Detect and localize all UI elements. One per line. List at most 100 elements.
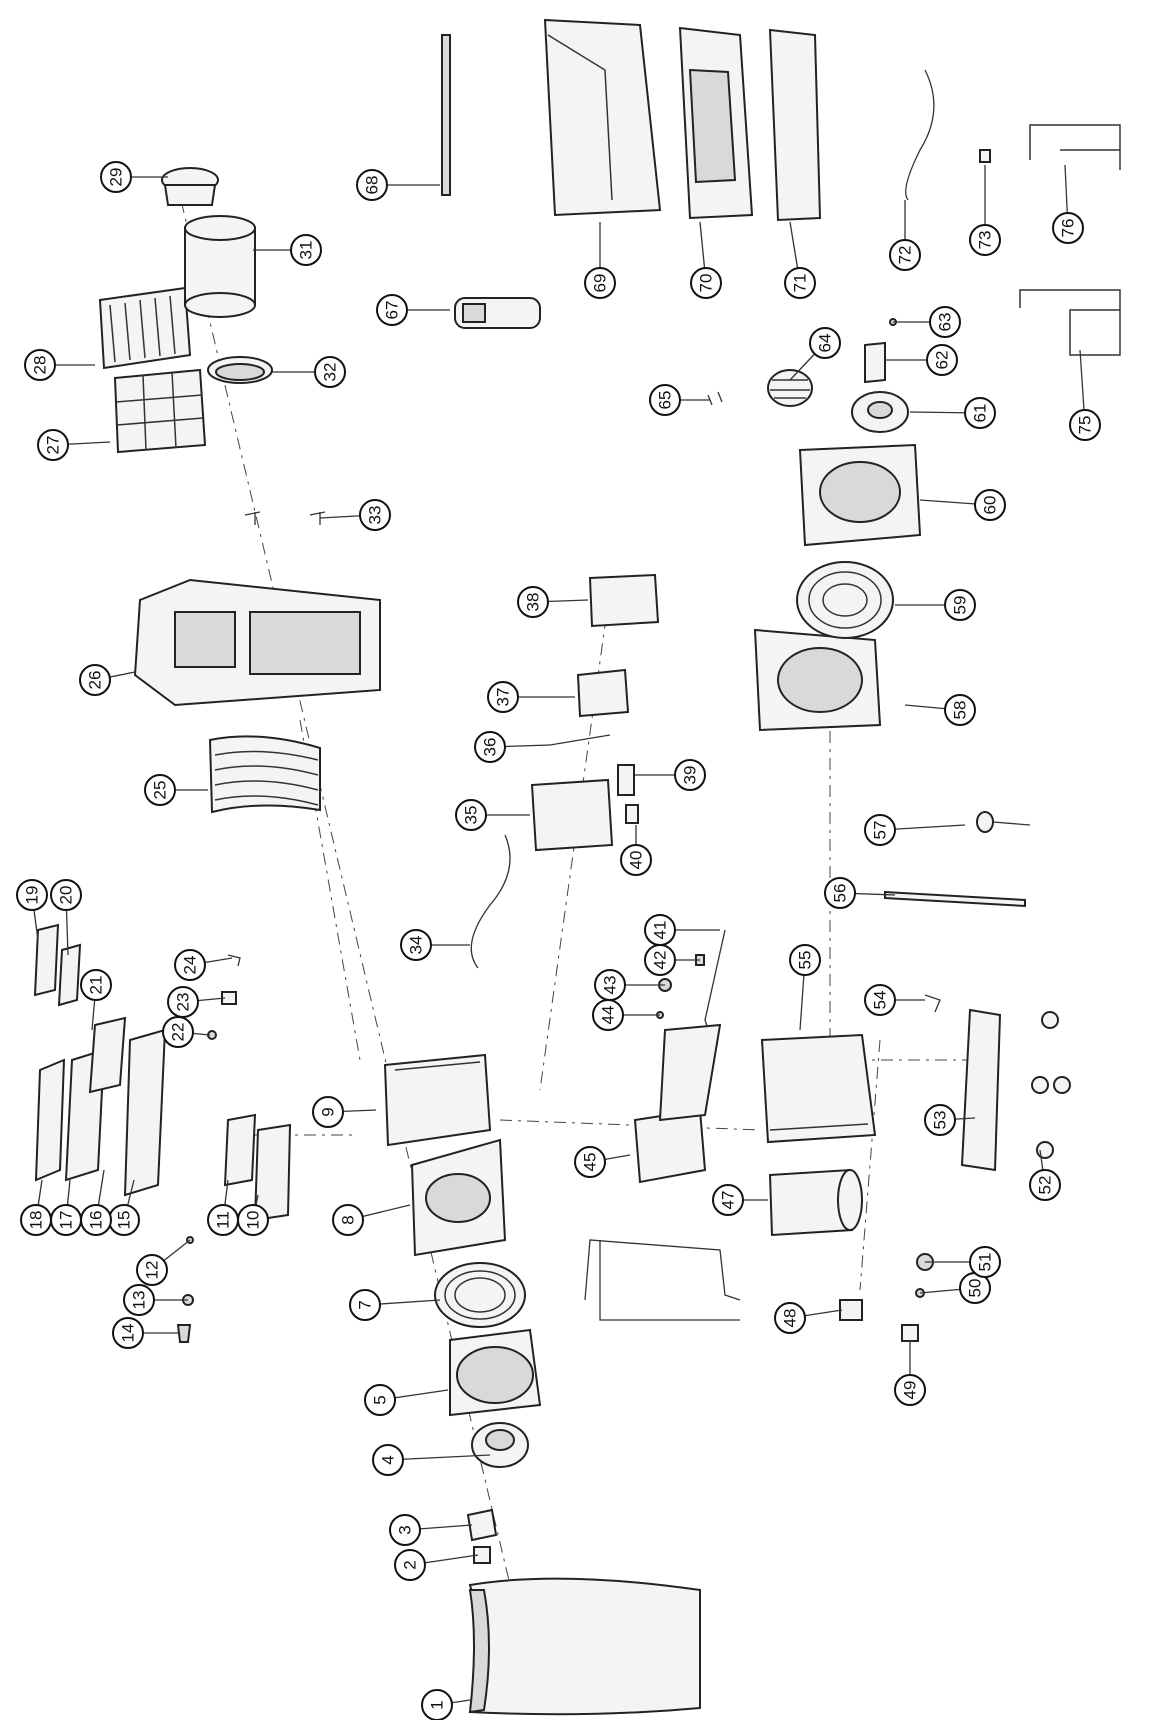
callout-circle xyxy=(864,814,896,846)
callout-57: 57 xyxy=(864,814,966,846)
electric-box-35 xyxy=(530,778,614,852)
callout-number: 26 xyxy=(86,671,105,690)
blower-wheel-7 xyxy=(434,1262,526,1328)
wire-34 xyxy=(470,834,511,969)
volute-housing-5 xyxy=(449,1328,542,1417)
callout-51: 51 xyxy=(925,1246,1001,1278)
callout-number: 42 xyxy=(651,951,670,970)
callout-circle xyxy=(974,489,1006,521)
callout-27: 27 xyxy=(37,429,111,461)
callout-number: 60 xyxy=(981,496,1000,515)
callout-75: 75 xyxy=(1069,349,1101,441)
callout-circle xyxy=(944,694,976,726)
callout-number: 70 xyxy=(697,274,716,293)
callout-59: 59 xyxy=(895,589,976,621)
wire-72 xyxy=(905,69,935,201)
callout-42: 42 xyxy=(644,944,700,976)
callout-circle xyxy=(690,267,722,299)
terminal-39 xyxy=(617,764,635,796)
callout-number: 20 xyxy=(57,886,76,905)
fitting-24 xyxy=(227,954,241,967)
display-board-38 xyxy=(588,573,660,628)
callout-44: 44 xyxy=(592,999,660,1031)
callout-number: 4 xyxy=(379,1455,398,1464)
callout-number: 40 xyxy=(627,851,646,870)
callout-number: 53 xyxy=(931,1111,950,1130)
callout-circle xyxy=(167,986,199,1018)
callout-circle xyxy=(332,1204,364,1236)
callout-37: 37 xyxy=(487,681,575,713)
callout-circle xyxy=(926,344,958,376)
callout-38: 38 xyxy=(517,586,589,618)
callout-number: 69 xyxy=(591,274,610,293)
callout-circle xyxy=(809,327,841,359)
hose-adapter-29 xyxy=(161,167,219,206)
callout-number: 18 xyxy=(27,1211,46,1230)
callout-number: 49 xyxy=(901,1381,920,1400)
callout-20: 20 xyxy=(50,879,82,956)
callout-circle xyxy=(969,1246,1001,1278)
callout-number: 39 xyxy=(681,766,700,785)
callout-36: 36 xyxy=(474,731,551,763)
callout-48: 48 xyxy=(774,1302,843,1334)
callout-number: 11 xyxy=(214,1211,233,1229)
pipe-76 xyxy=(1029,124,1121,170)
callout-circle xyxy=(889,239,921,271)
callout-circle xyxy=(207,1204,239,1236)
callout-54: 54 xyxy=(864,984,925,1016)
callout-5: 5 xyxy=(364,1384,449,1416)
callout-number: 73 xyxy=(976,231,995,250)
exhaust-hose-31 xyxy=(184,215,256,318)
shaft-62 xyxy=(864,341,886,384)
callout-60: 60 xyxy=(919,489,1006,521)
callout-12: 12 xyxy=(136,1239,191,1286)
callout-number: 45 xyxy=(581,1153,600,1172)
motor-61 xyxy=(851,391,909,433)
callout-53: 53 xyxy=(924,1104,976,1136)
callout-47: 47 xyxy=(712,1184,768,1216)
filter-grille-25 xyxy=(208,735,321,814)
filter-11 xyxy=(223,1113,257,1187)
callout-number: 63 xyxy=(936,313,955,332)
callout-number: 29 xyxy=(107,168,126,187)
callout-circle xyxy=(174,949,206,981)
base-pan-53 xyxy=(960,1008,1002,1172)
callout-circle xyxy=(394,1549,426,1581)
callout-circle xyxy=(314,356,346,388)
callout-14: 14 xyxy=(112,1317,178,1349)
callout-10: 10 xyxy=(237,1194,269,1236)
callout-number: 62 xyxy=(933,351,952,370)
callout-number: 33 xyxy=(366,506,385,525)
callout-70: 70 xyxy=(690,221,722,299)
callout-number: 7 xyxy=(356,1300,375,1309)
callout-22: 22 xyxy=(162,1016,211,1048)
callout-number: 64 xyxy=(816,334,835,353)
callout-21: 21 xyxy=(80,969,112,1031)
callout-number: 75 xyxy=(1076,416,1095,435)
callout-circle xyxy=(864,984,896,1016)
callout-8: 8 xyxy=(332,1204,411,1236)
volute-58 xyxy=(753,628,882,732)
callout-73: 73 xyxy=(969,165,1001,256)
callout-circle xyxy=(37,429,69,461)
fan-scroll-8 xyxy=(410,1138,507,1257)
callout-40: 40 xyxy=(620,825,652,876)
callout-number: 50 xyxy=(966,1279,985,1298)
callout-number: 35 xyxy=(462,806,481,825)
callout-number: 36 xyxy=(481,738,500,757)
callout-number: 37 xyxy=(494,688,513,707)
callout-circle xyxy=(16,879,48,911)
callout-67: 67 xyxy=(376,294,450,326)
callout-4: 4 xyxy=(372,1444,491,1476)
callout-76: 76 xyxy=(1052,164,1084,244)
callout-56: 56 xyxy=(824,877,896,909)
callout-number: 57 xyxy=(871,821,890,840)
water-tray-45 xyxy=(633,1108,707,1184)
callout-number: 10 xyxy=(244,1211,263,1230)
callout-number: 72 xyxy=(896,246,915,265)
callout-49: 49 xyxy=(894,1340,926,1406)
callout-circle xyxy=(1069,409,1101,441)
plate-20 xyxy=(57,943,82,1007)
callout-circle xyxy=(400,929,432,961)
